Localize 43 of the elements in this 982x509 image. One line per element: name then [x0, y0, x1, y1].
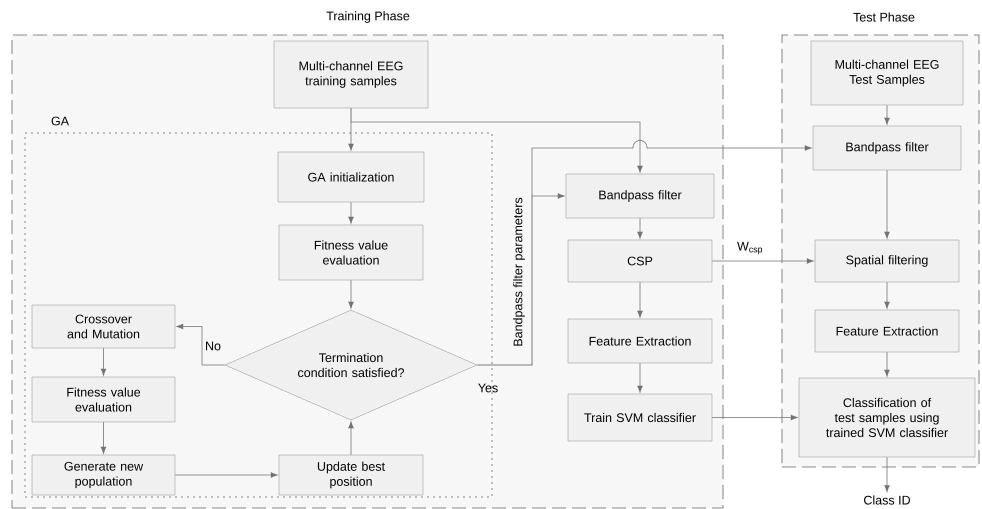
process-box: Classification of test samples using trained SVM classifier — [798, 378, 976, 458]
arrow — [637, 362, 643, 393]
process-box: Fitness value evaluation — [32, 376, 176, 422]
arrow — [884, 282, 890, 309]
process-box: Bandpass filter — [566, 174, 714, 218]
process-box: Crossover and Mutation — [32, 304, 176, 348]
process-box: Train SVM classifier — [568, 394, 712, 442]
arrow — [476, 140, 812, 366]
arrow — [712, 414, 798, 420]
arrow — [100, 422, 106, 454]
arrow — [637, 218, 643, 239]
process-box: GA initialization — [278, 152, 424, 202]
output-label: Class ID — [864, 495, 910, 505]
process-box: Feature Extraction — [814, 310, 960, 352]
process-box: CSP — [568, 240, 712, 282]
node-label: Training Phase — [326, 11, 410, 23]
arrow — [348, 202, 354, 224]
edge-label: Bandpass filter parameters — [513, 198, 525, 346]
arrow — [174, 472, 278, 478]
arrow — [712, 258, 814, 264]
process-box: Feature Extraction — [568, 318, 712, 364]
edge-label: W$_{csp}$ — [737, 242, 762, 254]
process-box: Bandpass filter — [812, 126, 962, 170]
arrow — [884, 456, 890, 492]
node-label: GA — [52, 116, 70, 126]
edge-label: Yes — [478, 384, 498, 392]
arrow — [100, 348, 106, 376]
process-box: Spatial filtering — [814, 240, 960, 282]
edge-label: No — [206, 342, 220, 350]
process-box: Fitness value evaluation — [278, 224, 424, 280]
arrow — [348, 280, 354, 309]
arrow — [348, 421, 354, 456]
arrow — [350, 108, 643, 173]
arrow — [884, 352, 890, 377]
arrow — [884, 104, 890, 125]
arrow — [884, 170, 890, 239]
process-box: Generate new population — [32, 454, 176, 496]
process-box: Multi-channel EEG Test Samples — [810, 40, 964, 106]
arrow — [176, 324, 226, 366]
arrow — [637, 282, 643, 318]
process-box: Multi-channel EEG training samples — [274, 40, 428, 108]
process-box: Update best position — [278, 454, 424, 496]
node-label: Test Phase — [853, 12, 914, 22]
